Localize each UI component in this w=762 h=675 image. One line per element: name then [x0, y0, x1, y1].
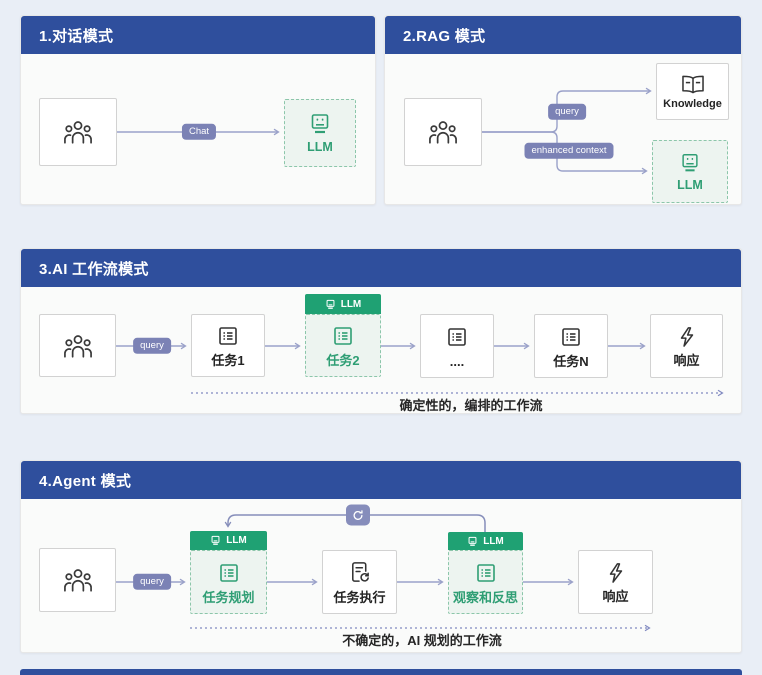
users-icon — [429, 121, 457, 144]
chat-badge: Chat — [181, 123, 217, 141]
checklist-icon — [476, 563, 495, 582]
panel-rag: 2.RAG 模式 query enhanced context — [384, 15, 742, 205]
taskn-box: 任务N — [534, 314, 608, 378]
panel-dialog: 1.对话模式 Chat — [20, 15, 376, 205]
panel-agent: 4.Agent 模式 — [20, 460, 742, 653]
reflection-box: 观察和反思 — [448, 550, 523, 614]
lightning-icon — [609, 562, 622, 583]
users-box — [39, 548, 116, 612]
panel-rag-header: 2.RAG 模式 — [385, 16, 741, 54]
loop-refresh-badge — [346, 504, 370, 526]
users-icon — [63, 334, 92, 358]
task1-box: 任务1 — [191, 314, 265, 377]
agent-caption: 不确定的，AI 规划的工作流 — [342, 633, 502, 648]
panel-agent-title: 4.Agent 模式 — [39, 472, 132, 490]
users-box — [39, 314, 116, 377]
dots-box: .... — [420, 314, 494, 378]
query-badge: query — [133, 337, 171, 355]
planning-tag-label: LLM — [226, 535, 247, 546]
panel-workflow-header: 3.AI 工作流模式 — [21, 249, 741, 287]
response-label: 响应 — [602, 588, 629, 604]
users-box — [404, 98, 482, 166]
checklist-icon — [219, 563, 238, 582]
robot-icon — [682, 153, 698, 172]
execution-box: 任务执行 — [322, 550, 397, 614]
taskn-label: 任务N — [553, 353, 589, 369]
reflection-llm-tag: LLM — [448, 532, 523, 550]
robot-icon — [326, 299, 335, 309]
robot-icon — [311, 114, 329, 134]
response-label: 响应 — [673, 352, 700, 368]
checklist-icon — [448, 327, 466, 346]
task2-tag-label: LLM — [340, 298, 362, 310]
robot-icon — [211, 535, 220, 545]
checklist-icon — [219, 327, 237, 345]
panel-rag-title: 2.RAG 模式 — [403, 27, 486, 45]
task2-label: 任务2 — [326, 353, 360, 368]
dots-label: .... — [449, 353, 465, 369]
llm-box: LLM — [652, 140, 728, 203]
lightning-icon — [680, 326, 693, 347]
book-icon — [681, 75, 704, 93]
users-icon — [63, 569, 92, 592]
task-execute-icon — [352, 562, 369, 582]
knowledge-label: Knowledge — [663, 97, 722, 110]
refresh-icon — [353, 509, 363, 520]
reflection-tag-label: LLM — [483, 535, 504, 547]
panel-workflow-title: 3.AI 工作流模式 — [39, 260, 149, 278]
panel-dialog-header: 1.对话模式 — [21, 16, 375, 54]
llm-label: LLM — [677, 177, 703, 192]
task2-box: 任务2 — [305, 314, 381, 377]
workflow-caption: 确定性的，编排的工作流 — [399, 398, 543, 413]
users-icon — [64, 121, 92, 144]
knowledge-box: Knowledge — [656, 63, 729, 120]
planning-box: 任务规划 — [190, 550, 267, 614]
response-box: 响应 — [650, 314, 723, 378]
panel-workflow: 3.AI 工作流模式 — [20, 248, 742, 414]
checklist-icon — [334, 327, 352, 345]
users-box — [39, 98, 117, 166]
query-badge: query — [548, 103, 586, 121]
llm-box: LLM — [284, 99, 356, 167]
task2-llm-tag: LLM — [305, 294, 381, 314]
query-badge: query — [133, 573, 171, 591]
panel-agent-header: 4.Agent 模式 — [21, 461, 741, 499]
task1-label: 任务1 — [211, 353, 245, 368]
panel-dialog-title: 1.对话模式 — [39, 27, 114, 45]
planning-label: 任务规划 — [202, 589, 255, 605]
reflection-label: 观察和反思 — [452, 589, 518, 605]
planning-llm-tag: LLM — [190, 531, 267, 550]
execution-label: 任务执行 — [333, 590, 386, 605]
checklist-icon — [562, 327, 580, 346]
enhanced-context-badge: enhanced context — [524, 142, 614, 160]
llm-label: LLM — [307, 140, 333, 155]
next-section-header-partial — [20, 669, 742, 675]
robot-icon — [468, 536, 477, 546]
response-box: 响应 — [578, 550, 653, 614]
